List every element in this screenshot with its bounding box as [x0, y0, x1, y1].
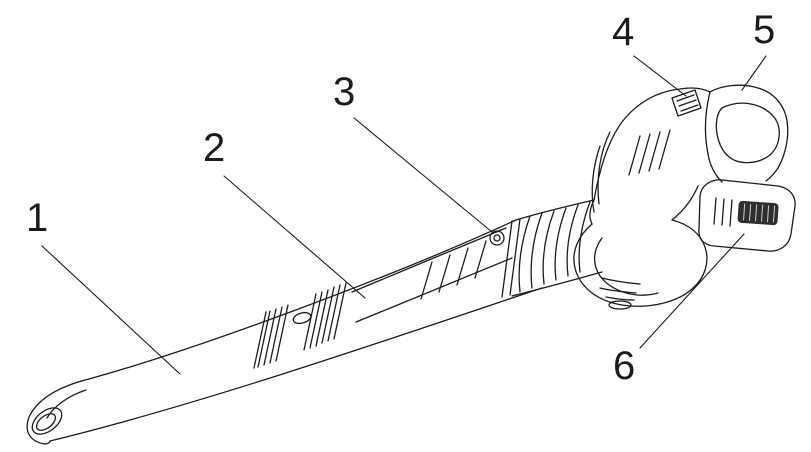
callout-3: 3: [333, 70, 356, 114]
callout-4: 4: [612, 10, 635, 54]
callout-6: 6: [613, 344, 636, 388]
callout-2: 2: [203, 126, 226, 170]
tube-detail-group: [351, 227, 513, 323]
tube-lock-button: [292, 311, 312, 325]
battery-group: [698, 179, 796, 252]
leader-line-5: [741, 55, 767, 91]
volute-group: [573, 185, 708, 310]
battery-latch: [737, 200, 779, 226]
leader-line-2: [223, 175, 366, 299]
tube-coupler-group: [253, 282, 347, 369]
tube-group: [26, 219, 543, 445]
label-plate: [671, 89, 702, 117]
housing-group: [591, 84, 789, 213]
leader-lines-group: [41, 55, 767, 375]
tube-release-button: [489, 230, 505, 246]
leader-line-1: [41, 245, 181, 375]
callout-1: 1: [26, 196, 49, 240]
handle-opening: [715, 102, 780, 164]
leader-line-3: [353, 117, 493, 233]
leader-line-6: [639, 233, 745, 349]
leader-line-4: [633, 55, 687, 97]
bellows-group: [501, 199, 603, 298]
callout-5: 5: [753, 8, 776, 52]
